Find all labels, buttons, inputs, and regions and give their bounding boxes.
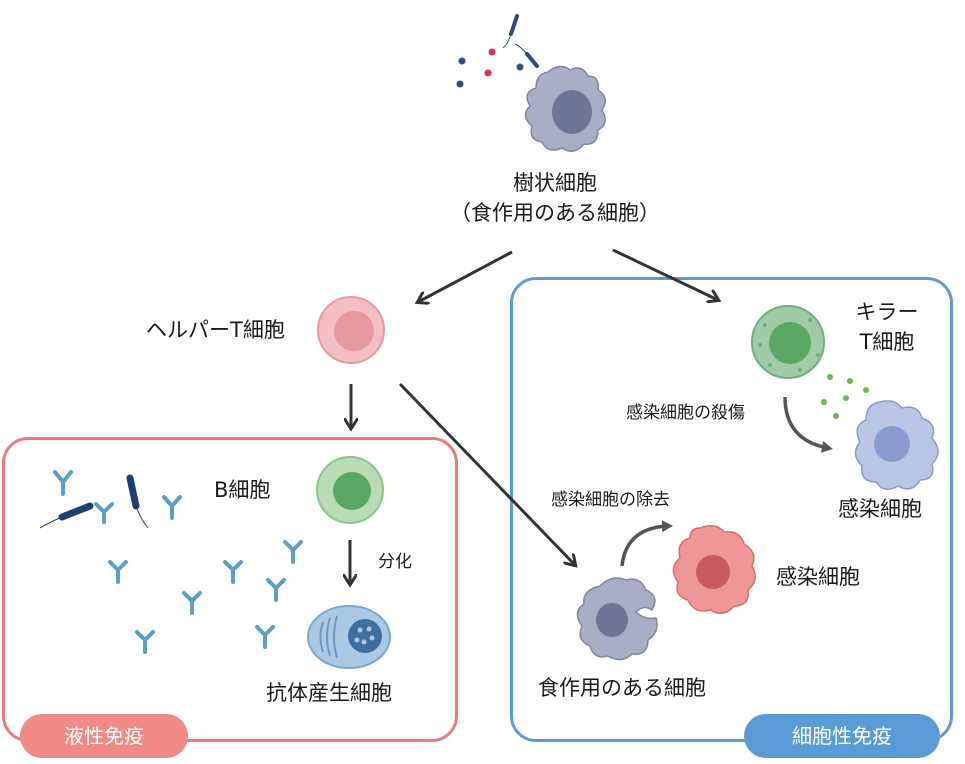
antibody-icons xyxy=(53,470,303,654)
killer-t-cell-label-line2: T細胞 xyxy=(859,330,915,354)
phagocyte-label: 食作用のある細胞 xyxy=(538,676,706,700)
dendritic-cell-label: 樹状細胞 xyxy=(513,171,597,195)
plasma-cell-icon xyxy=(307,605,391,669)
bacteria-icon xyxy=(39,474,149,529)
plasma-cell-label: 抗体産生細胞 xyxy=(266,681,392,705)
infected-cell-red-icon xyxy=(672,525,756,614)
remove-curved-arrow xyxy=(620,520,673,567)
infected-cell-blue-icon xyxy=(854,400,939,490)
humoral-immunity-tag: 液性免疫 xyxy=(20,714,188,758)
b-cell-icon xyxy=(316,456,384,524)
cellular-immunity-box xyxy=(510,277,953,742)
kill-curved-arrow xyxy=(783,396,833,453)
dendritic-cell-sublabel: （食作用のある細胞） xyxy=(450,201,660,225)
helper-t-cell-label: ヘルパーT細胞 xyxy=(146,318,285,342)
humoral-immunity-box xyxy=(2,437,458,742)
b-cell-label: B細胞 xyxy=(214,478,271,502)
cellular-immunity-tag: 細胞性免疫 xyxy=(744,714,940,758)
arrow-to-helper-t xyxy=(418,250,513,302)
infected-cell-mid-label: 感染細胞 xyxy=(776,565,860,589)
differentiation-label: 分化 xyxy=(378,552,412,572)
killer-t-cell-label-line1: キラー xyxy=(855,300,919,324)
helper-t-cell-icon xyxy=(317,296,385,364)
dendritic-cell-icon xyxy=(456,14,606,152)
infected-cell-top-label: 感染細胞 xyxy=(838,497,922,521)
arrow-to-killer-t xyxy=(612,248,718,300)
remove-infected-label: 感染細胞の除去 xyxy=(551,490,670,510)
granules-icon xyxy=(821,374,869,419)
kill-infected-label: 感染細胞の殺傷 xyxy=(626,403,745,423)
killer-t-cell-icon xyxy=(751,305,825,379)
arrow-to-phagocyte xyxy=(398,382,575,565)
phagocyte-icon xyxy=(576,577,658,661)
